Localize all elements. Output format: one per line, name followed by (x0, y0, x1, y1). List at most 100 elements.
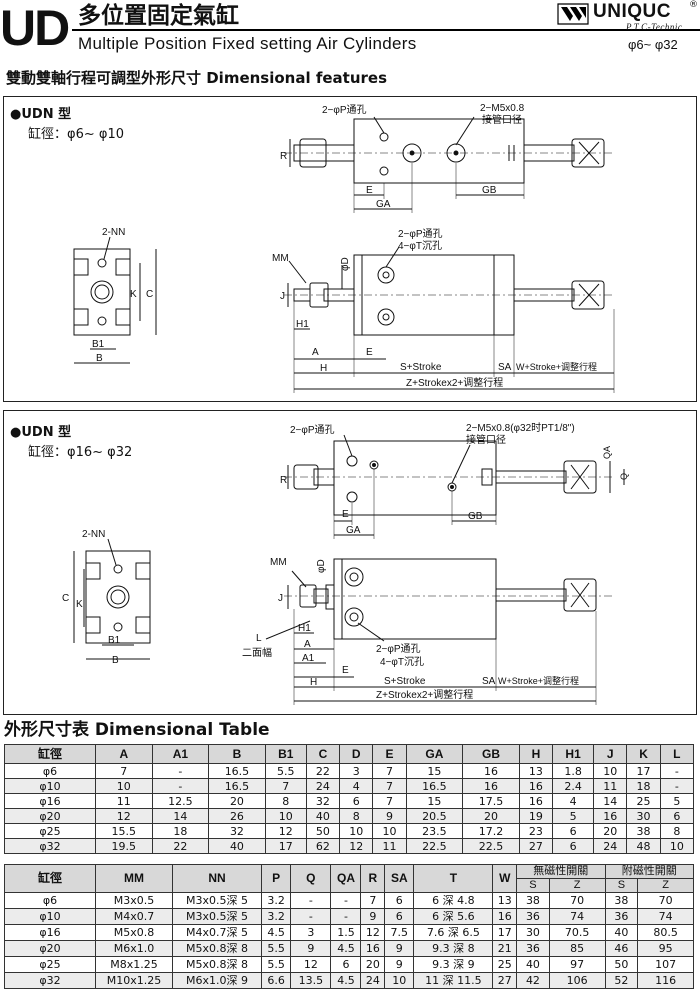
bore-cell: φ25 (4, 823, 96, 839)
table-cell: 18 (151, 823, 210, 839)
table-cell: M3x0.5 (95, 892, 173, 909)
p1-top-body (353, 118, 525, 184)
p1-top-nut-left (299, 138, 327, 168)
table-cell: 4.5 (330, 940, 362, 957)
dimension-table-2: 缸徑 MM NN P Q QA R SA T W 無磁性開關 附磁性開關 S Z… (4, 864, 694, 989)
section-title: 雙動雙軸行程可調型外形尺寸 Dimensional features (6, 69, 388, 87)
table-cell: 16.5 (208, 778, 266, 794)
t1-h-12: J (593, 744, 628, 764)
p1-label-e2: E (366, 347, 373, 358)
p1-top-hole-1 (379, 132, 389, 142)
table-cell: - (290, 892, 332, 909)
p2-label-qa: QA (602, 446, 612, 459)
p2-label-m5: 2−M5x0.8(φ32时PT1/8") (466, 422, 575, 434)
table-cell: 22 (305, 763, 341, 779)
p2-label-gb: GB (468, 511, 483, 522)
table-cell: 8 (264, 793, 307, 809)
table-cell: 16 (462, 778, 520, 794)
table-cell: 13.5 (290, 972, 332, 989)
table-cell: 17 (264, 838, 307, 854)
table-cell: 16.5 (405, 778, 464, 794)
table-cell: M5x0.8 (95, 924, 173, 941)
p2-label-d: φD (316, 559, 327, 573)
p2-label-mm: MM (270, 557, 287, 568)
table-cell: 15 (405, 763, 464, 779)
table-cell: 2.4 (552, 778, 595, 794)
p1-label-d: φD (340, 257, 351, 271)
table-cell: 70 (548, 892, 606, 909)
t1-h-7: E (372, 744, 407, 764)
table-cell: 25 (626, 793, 661, 809)
table-cell: 11 (593, 778, 628, 794)
table-title: 外形尺寸表 Dimensional Table (4, 720, 270, 740)
bore-cell: φ16 (4, 793, 96, 809)
table-cell: 7 (372, 778, 407, 794)
table-cell: 17.2 (462, 823, 520, 839)
p1-label-b1: B1 (92, 339, 105, 350)
table-cell: 40 (305, 808, 341, 824)
p1-label-r: R (280, 151, 287, 162)
table-cell: 19 (518, 808, 554, 824)
table-cell: 32 (305, 793, 341, 809)
p1-label-w-stroke: W+Stroke+调整行程 (516, 361, 597, 372)
t1-h-2: A1 (151, 744, 210, 764)
panel-udn-large: ●UDN 型 缸徑：φ16~ φ32 (3, 410, 697, 715)
bore-cell: φ20 (4, 940, 96, 957)
table-cell: 11 深 11.5 (413, 972, 494, 989)
t2-h-8: T (413, 864, 494, 893)
panel1-bore: 缸徑：φ6~ φ10 (28, 127, 124, 142)
p2-label-a: A (304, 639, 311, 650)
p1-top-port-1 (402, 143, 422, 163)
p2-top-body (333, 440, 497, 516)
p1-label-pipe: 接管口径 (482, 113, 522, 126)
table-cell: 22.5 (405, 838, 464, 854)
p2-label-k: K (76, 599, 83, 610)
bore-cell: φ32 (4, 838, 96, 854)
p1-label-nn: 2-NN (102, 227, 125, 238)
table-cell: 3.2 (260, 892, 292, 909)
table1-header-row: 缸徑 A A1 B B1 C D E GA GB H H1 J K L (4, 744, 695, 764)
t2-group-no-mag: 無磁性開關 (516, 864, 606, 879)
p1-top-rod-left (293, 144, 355, 162)
p1-end-hole-bottom (97, 316, 107, 326)
p1-label-e: E (366, 185, 373, 196)
table-cell: 12 (360, 924, 386, 941)
p2-label-w-stroke: W+Stroke+调整行程 (498, 675, 579, 686)
table-cell: 24 (360, 972, 386, 989)
p2-end-body (85, 550, 151, 644)
t2-h-5: QA (330, 864, 362, 893)
p1-label-sa: SA (498, 362, 512, 373)
p1-top-port-2 (446, 143, 466, 163)
table-cell: 106 (548, 972, 606, 989)
p1-side-hole-1 (377, 266, 395, 284)
brand-tagline: P.T.C-Technic (626, 22, 683, 32)
table-cell: 40 (516, 956, 550, 973)
p2-label-c: C (62, 593, 69, 604)
table-cell: 116 (637, 972, 694, 989)
table-cell: 14 (151, 808, 210, 824)
p2-label-pipe: 接管口径 (466, 433, 506, 446)
p2-label-p-hole2: 2−φP通孔 (376, 643, 421, 655)
p2-label-flat: 二面幅 (242, 646, 272, 659)
table-cell: 7 (95, 763, 153, 779)
p1-label-z-stroke: Z+Strokex2+调整行程 (406, 376, 503, 389)
t1-h-1: A (95, 744, 153, 764)
table-cell: 40 (604, 924, 639, 941)
table-cell: 16 (462, 763, 520, 779)
table-cell: 20.5 (405, 808, 464, 824)
bore-cell: φ10 (4, 778, 96, 794)
table-cell: 6 (339, 793, 374, 809)
p1-top-nut-right (571, 138, 605, 168)
p1-label-b: B (96, 353, 103, 364)
table-cell: 9 (372, 808, 407, 824)
t2-h-0: 缸徑 (4, 864, 96, 893)
table-cell: 17 (492, 924, 518, 941)
table-cell: M5x0.8深 8 (172, 940, 262, 957)
t1-h-0: 缸徑 (4, 744, 96, 764)
